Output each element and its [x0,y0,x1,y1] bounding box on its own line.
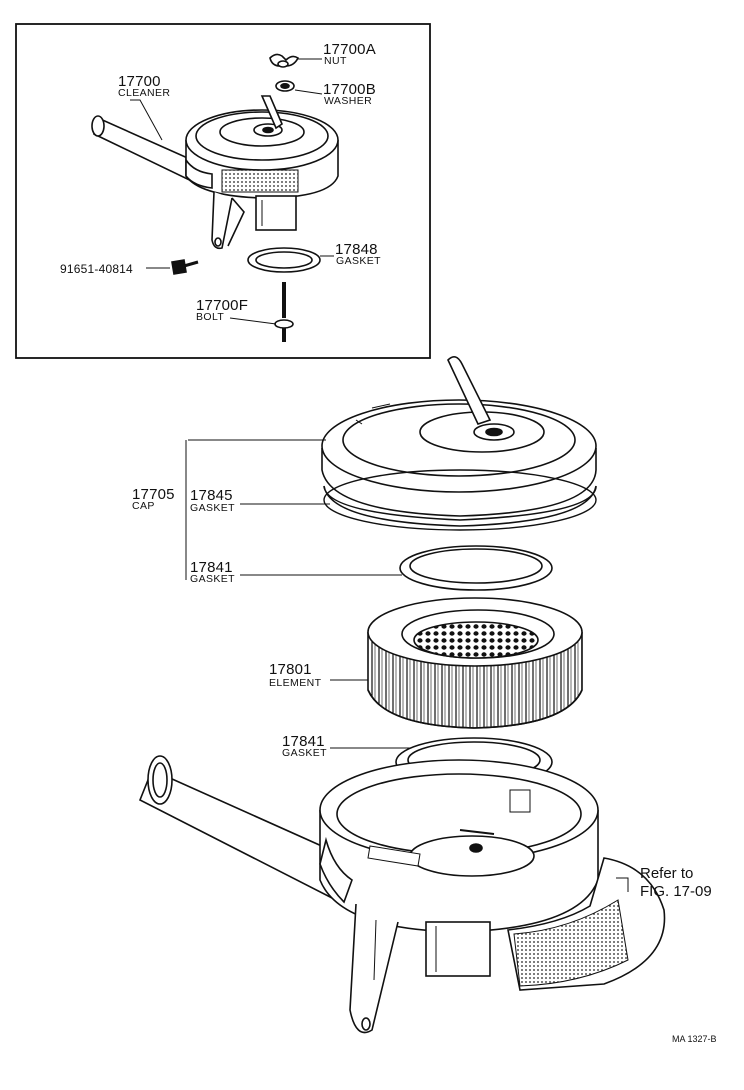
washer-icon [275,80,295,92]
reference-line-2: FIG. 17-09 [640,883,712,900]
cap-gasket-icon [323,469,597,531]
part-name-nut: NUT [324,55,347,67]
part-number-inset-gasket: 17848 [335,241,378,258]
part-number-bolt: 17700F [196,297,249,314]
cap-icon [321,356,597,517]
wing-nut-icon [269,53,300,68]
part-name-element: ELEMENT [269,677,322,689]
part-name-lower-gasket: GASKET [282,747,327,759]
part-name-cap-gasket: GASKET [190,502,235,514]
leader-lines [185,439,410,749]
part-number-nut: 17700A [323,41,376,58]
main-assembly [138,356,666,1034]
part-number-cap-gasket: 17845 [190,487,233,504]
filter-element-icon [367,597,583,729]
part-name-upper-gasket: GASKET [190,573,235,585]
figure-code: MA 1327-B [672,1034,717,1044]
part-name-cap: CAP [132,500,155,512]
part-number-lower-gasket: 17841 [282,733,325,750]
reference-line-1: Refer to [640,865,694,882]
part-name-inset-gasket: GASKET [336,255,381,267]
part-number-cap: 17705 [132,486,175,503]
part-number-washer: 17700B [323,81,376,98]
stud-bolt-icon [274,282,294,342]
screen-icon [507,857,666,991]
cleaner-assembly-icon [91,95,339,250]
inset-assembly [15,23,431,359]
part-number-upper-gasket: 17841 [190,559,233,576]
cleaner-body-icon [138,755,599,1034]
part-name-cleaner: CLEANER [118,87,171,99]
inset-gasket-icon [247,247,321,273]
upper-gasket-icon [399,545,553,591]
hex-bolt-icon [171,259,199,275]
part-name-bolt: BOLT [196,311,225,323]
part-number-hex-bolt: 91651-40814 [60,262,133,276]
part-number-cleaner: 17700 [118,73,161,90]
part-number-element: 17801 [269,661,312,678]
part-name-washer: WASHER [324,95,373,107]
